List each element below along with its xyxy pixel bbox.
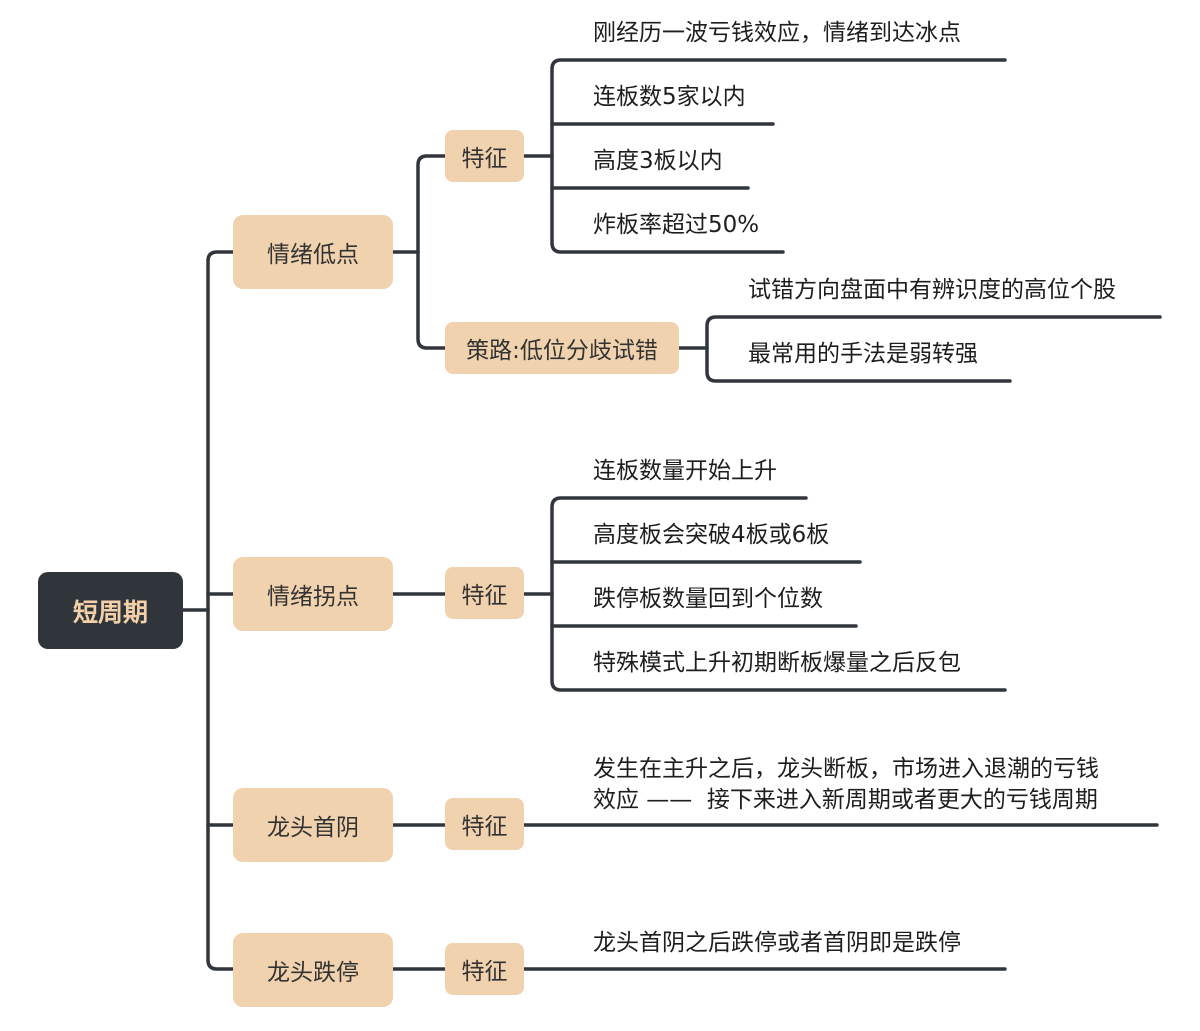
root-node[interactable]: 短周期	[38, 572, 183, 649]
leaf-limit-down-feature-1: 龙头首阴之后跌停或者首阴即是跌停	[593, 930, 961, 956]
connector-line-14	[550, 496, 1007, 692]
group-label: 策路:低位分歧试错	[466, 338, 658, 364]
leaf-turn-feature-3: 跌停板数量回到个位数	[593, 586, 823, 612]
leaf-low-strategy-2: 最常用的手法是弱转强	[748, 341, 978, 367]
leaf-low-feature-3: 高度3板以内	[593, 148, 723, 174]
connector-line-11	[705, 315, 1162, 383]
group-label: 特征	[461, 814, 508, 840]
leaf-turn-feature-2: 高度板会突破4板或6板	[593, 522, 830, 548]
leaf-first-down-feature-1: 发生在主升之后，龙头断板，市场进入退潮的亏钱 效应 —— 接下来进入新周期或者更…	[593, 756, 1099, 813]
connector-line-5	[416, 154, 447, 350]
connector-line-7	[550, 58, 1007, 254]
group-label: 特征	[461, 583, 508, 609]
branch-node-leader-first-down[interactable]: 龙头首阴	[233, 788, 393, 862]
leaf-low-feature-1: 刚经历一波亏钱效应，情绪到达冰点	[593, 20, 961, 46]
branch-label: 情绪拐点	[267, 584, 359, 610]
group-node-low-strategy[interactable]: 策路:低位分歧试错	[445, 322, 679, 374]
branch-label: 龙头跌停	[267, 960, 359, 986]
group-node-turn-features[interactable]: 特征	[445, 567, 524, 619]
leaf-turn-feature-1: 连板数量开始上升	[593, 458, 777, 484]
leaf-turn-feature-4: 特殊模式上升初期断板爆量之后反包	[593, 650, 961, 676]
group-label: 特征	[461, 146, 508, 172]
branch-node-emotion-low[interactable]: 情绪低点	[233, 215, 393, 289]
group-node-first-down-features[interactable]: 特征	[445, 798, 524, 850]
group-node-low-features[interactable]: 特征	[445, 130, 524, 182]
branch-node-leader-limit-down[interactable]: 龙头跌停	[233, 933, 393, 1007]
leaf-low-strategy-1: 试错方向盘面中有辨识度的高位个股	[748, 277, 1116, 303]
leaf-low-feature-2: 连板数5家以内	[593, 84, 746, 110]
leaf-low-feature-4: 炸板率超过50%	[593, 212, 760, 238]
branch-label: 情绪低点	[267, 242, 359, 268]
group-node-limit-down-features[interactable]: 特征	[445, 943, 524, 995]
root-label: 短周期	[72, 597, 148, 627]
branch-label: 龙头首阴	[267, 815, 359, 841]
branch-node-emotion-turn[interactable]: 情绪拐点	[233, 557, 393, 631]
group-label: 特征	[461, 959, 508, 985]
connector-line-1	[206, 250, 235, 971]
